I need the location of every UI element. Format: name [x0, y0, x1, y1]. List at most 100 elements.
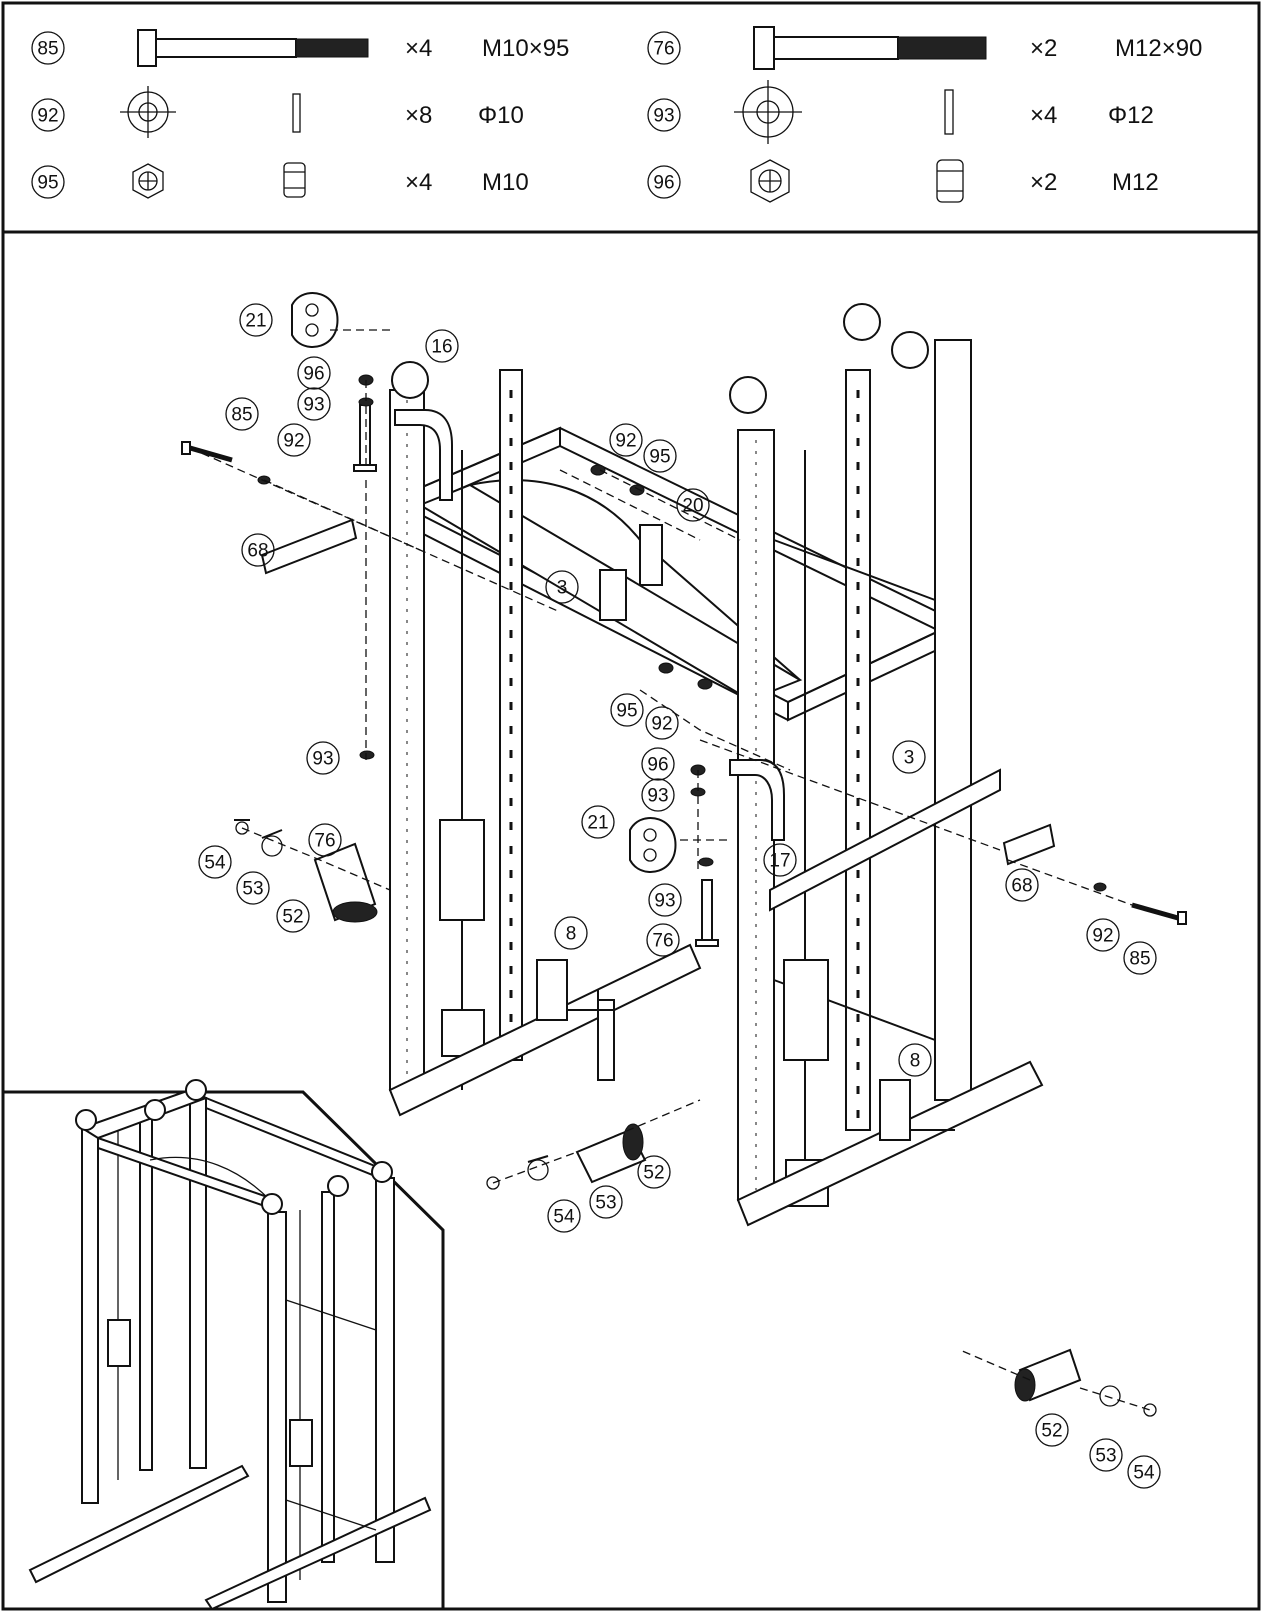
- left-upright-rear: [499, 369, 523, 1061]
- svg-text:93: 93: [647, 786, 668, 807]
- callout-53: 53: [589, 1185, 623, 1219]
- callout-circle: [647, 31, 681, 65]
- callout-circle: [31, 31, 65, 65]
- callout-16: 16: [425, 329, 459, 363]
- hardware-id: 95: [37, 173, 58, 194]
- hardware-id: 76: [653, 39, 674, 60]
- pulley-wheel: [391, 361, 429, 399]
- callout-96: 96: [297, 356, 331, 390]
- callout-76: 76: [646, 923, 680, 957]
- callout-52: 52: [276, 899, 310, 933]
- callout-circle: [647, 165, 681, 199]
- svg-text:8: 8: [566, 924, 577, 945]
- callout-52: 52: [1035, 1413, 1069, 1447]
- callout-53: 53: [1089, 1438, 1123, 1472]
- hardware-item-96: 96 ×2 M12: [647, 159, 1159, 203]
- hardware-qty: ×4: [405, 35, 432, 62]
- callout-85: 85: [225, 397, 259, 431]
- callout-93: 93: [306, 741, 340, 775]
- bolt-76-right: [695, 879, 719, 947]
- svg-text:68: 68: [247, 541, 268, 562]
- svg-text:96: 96: [647, 755, 668, 776]
- right-upright-rear: [934, 339, 972, 1101]
- left-upright-front: [389, 389, 425, 1091]
- svg-text:20: 20: [682, 496, 703, 517]
- left-base-foot: [388, 943, 702, 1117]
- svg-text:95: 95: [616, 701, 637, 722]
- washer-icon: [120, 86, 301, 138]
- callout-68: 68: [241, 533, 275, 567]
- hardware-qty: ×8: [405, 102, 432, 129]
- svg-text:76: 76: [652, 931, 673, 952]
- callout-92: 92: [1086, 918, 1120, 952]
- callout-52: 52: [637, 1155, 671, 1189]
- callout-53: 53: [236, 871, 270, 905]
- hardware-item-85: 85 ×4 M10×95: [31, 29, 569, 67]
- pulley-bracket: [291, 292, 339, 348]
- exploded-view: [181, 292, 1187, 1417]
- svg-text:54: 54: [1133, 1463, 1155, 1484]
- svg-text:53: 53: [595, 1193, 616, 1214]
- hardware-spec: Φ12: [1108, 102, 1154, 129]
- hardware-qty: ×4: [405, 169, 432, 196]
- callout-95: 95: [610, 693, 644, 727]
- svg-text:92: 92: [283, 431, 304, 452]
- nut-icon: [750, 159, 964, 203]
- callout-20: 20: [676, 488, 710, 522]
- callout-17: 17: [763, 843, 797, 877]
- svg-text:21: 21: [587, 813, 608, 834]
- callout-3: 3: [892, 740, 926, 774]
- callout-54: 54: [198, 845, 232, 879]
- callout-3: 3: [545, 570, 579, 604]
- hardware-item-95: 95 ×4 M10: [31, 162, 529, 199]
- svg-text:92: 92: [651, 714, 672, 735]
- callout-8: 8: [554, 916, 588, 950]
- callout-96: 96: [641, 747, 675, 781]
- j-hook: [729, 759, 785, 841]
- hardware-item-93: 93 ×4 Φ12: [647, 80, 1154, 144]
- hardware-id: 85: [37, 39, 58, 60]
- hardware-spec: M10×95: [482, 35, 569, 62]
- svg-text:3: 3: [904, 748, 915, 769]
- hardware-spec: M12×90: [1115, 35, 1202, 62]
- hardware-item-92: 92 ×8 Φ10: [31, 86, 524, 138]
- bolt-icon: [753, 26, 987, 70]
- svg-text:95: 95: [649, 447, 670, 468]
- storage-sleeve: [313, 842, 378, 923]
- callout-85: 85: [1123, 941, 1157, 975]
- left-guide-rod: [439, 450, 485, 1090]
- mount-plate: [1002, 823, 1056, 866]
- j-hook: [394, 409, 453, 501]
- svg-text:93: 93: [303, 395, 324, 416]
- hardware-id: 92: [37, 106, 58, 127]
- svg-text:52: 52: [282, 907, 303, 928]
- svg-text:68: 68: [1011, 876, 1032, 897]
- storage-sleeve: [575, 1123, 647, 1184]
- pulley-wheel: [891, 331, 929, 369]
- hardware-item-76: 76 ×2 M12×90: [647, 26, 1202, 70]
- callout-circle: [31, 165, 65, 199]
- svg-text:85: 85: [231, 405, 252, 426]
- callout-54: 54: [1127, 1455, 1161, 1489]
- svg-text:8: 8: [910, 1051, 921, 1072]
- hardware-qty: ×4: [1030, 102, 1057, 129]
- assembled-view-inset: [3, 1079, 445, 1611]
- callout-92: 92: [645, 706, 679, 740]
- callout-circle: [647, 98, 681, 132]
- callout-21: 21: [239, 303, 273, 337]
- hardware-qty: ×2: [1030, 35, 1057, 62]
- nut-icon: [132, 162, 306, 199]
- right-upright-front: [737, 429, 775, 1201]
- svg-text:54: 54: [204, 853, 226, 874]
- svg-text:54: 54: [553, 1207, 575, 1228]
- right-upright-mid: [845, 369, 871, 1131]
- callout-68: 68: [1005, 868, 1039, 902]
- bolt-icon: [137, 29, 369, 67]
- svg-text:21: 21: [245, 311, 266, 332]
- svg-text:92: 92: [1092, 926, 1113, 947]
- svg-text:92: 92: [615, 431, 636, 452]
- svg-text:93: 93: [312, 749, 333, 770]
- callout-54: 54: [547, 1199, 581, 1233]
